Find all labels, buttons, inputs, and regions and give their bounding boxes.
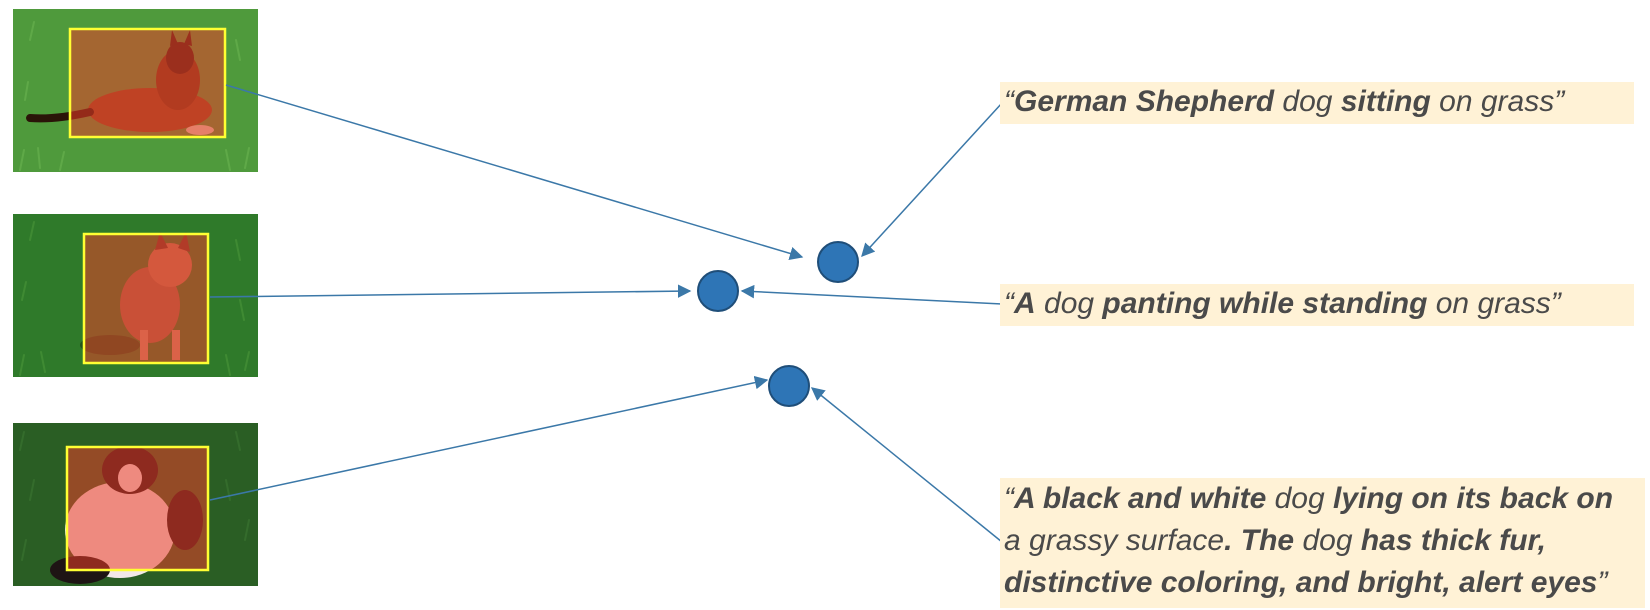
caption-black-white-dog: “A black and white dog lying on its back… xyxy=(1000,478,1645,608)
caption-segment: “ xyxy=(1004,287,1014,320)
grass-texture xyxy=(19,21,250,171)
caption-segment: sitting xyxy=(1340,85,1431,118)
grass-texture xyxy=(19,431,250,561)
embedding-node-2 xyxy=(697,270,739,312)
caption-line-1: “A black and white dog lying on its back… xyxy=(1004,478,1639,520)
arrow-caption3-to-node3 xyxy=(810,387,1003,543)
embedding-node-3 xyxy=(768,365,810,407)
caption-segment: lying on its back on xyxy=(1333,482,1614,515)
caption-line-2: a grassy surface. The dog has thick fur, xyxy=(1004,520,1639,562)
image-husky xyxy=(13,214,258,377)
caption-segment: “ xyxy=(1004,482,1014,515)
caption-segment: distinctive coloring, and bright, alert … xyxy=(1004,566,1598,599)
mask-overlay xyxy=(70,29,225,137)
caption-segment: on grass” xyxy=(1430,85,1565,118)
caption-segment: dog xyxy=(1266,482,1334,515)
bounding-box xyxy=(68,27,227,139)
arrow-image1-to-node1 xyxy=(225,84,804,260)
caption-segment: a grassy surface xyxy=(1004,524,1225,557)
caption-segment: A black and white xyxy=(1014,482,1267,515)
grass-texture xyxy=(19,221,250,376)
bounding-box xyxy=(82,232,210,365)
caption-segment: ” xyxy=(1597,566,1608,599)
arrows xyxy=(209,84,1003,543)
caption-segment: dog xyxy=(1274,85,1341,118)
mask-overlay xyxy=(67,447,208,570)
caption-german-shepherd: “German Shepherd dog sitting on grass” xyxy=(1000,82,1634,124)
caption-segment: German Shepherd xyxy=(1014,85,1275,118)
caption-segment: on grass” xyxy=(1427,287,1561,320)
embedding-node-1 xyxy=(817,241,859,283)
caption-segment: dog xyxy=(1035,287,1103,320)
caption-segment: panting while standing xyxy=(1102,287,1428,320)
image-german-shepherd xyxy=(13,9,258,172)
caption-husky: “A dog panting while standing on grass” xyxy=(1000,284,1634,326)
arrow-image2-to-node2 xyxy=(209,284,692,298)
caption-line-3: distinctive coloring, and bright, alert … xyxy=(1004,562,1639,604)
caption-segment: A xyxy=(1014,287,1036,320)
mask-overlay xyxy=(84,234,208,363)
arrow-image3-to-node3 xyxy=(209,375,769,501)
bounding-box xyxy=(65,445,210,572)
caption-segment: has thick fur, xyxy=(1360,524,1546,557)
arrow-caption2-to-node2 xyxy=(740,284,1003,305)
caption-segment: dog xyxy=(1294,524,1361,557)
arrow-caption1-to-node1 xyxy=(861,102,1003,257)
caption-segment: . The xyxy=(1224,524,1295,557)
embedding-nodes xyxy=(697,241,859,407)
image-black-white-dog xyxy=(13,423,258,586)
caption-segment: “ xyxy=(1004,85,1014,118)
